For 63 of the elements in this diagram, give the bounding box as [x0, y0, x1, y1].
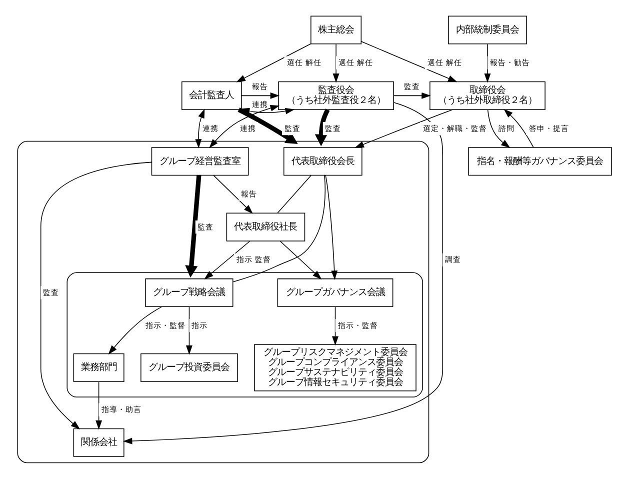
- connector: [277, 175, 312, 214]
- edge-label: 監査: [404, 82, 420, 92]
- arrow: [241, 92, 280, 99]
- node-box: グループガバナンス会議: [277, 278, 394, 308]
- arrow: [213, 175, 253, 214]
- arrow: [96, 382, 102, 430]
- arrow: [332, 44, 340, 83]
- node-box: 株主総会: [310, 16, 362, 44]
- arrow: [484, 44, 491, 83]
- node-box: 会計監査人: [181, 81, 242, 110]
- node-box: 指名・報酬等ガバナンス委員会: [468, 147, 612, 176]
- edge-label: 連携: [240, 124, 256, 133]
- node-box: 関係会社: [73, 428, 124, 457]
- edge-label: 報告: [252, 82, 268, 92]
- arrow: [280, 240, 322, 280]
- node-box: グループリスクマネジメント委員会 グループコンプライアンス委員会 グループサステナビリティ委員会 グループ情報セキュリティ委員会: [254, 344, 416, 392]
- edge-label: 指示: [192, 320, 208, 330]
- edge-label: 監査: [325, 124, 342, 133]
- arrow: [209, 105, 280, 148]
- node-box: 代表取締役社長: [226, 212, 306, 242]
- node-box: 取締役会 （うち社外取締役２名）: [430, 81, 546, 110]
- arrow: [186, 306, 192, 355]
- node-box: 代表取締役会長: [283, 147, 362, 176]
- edge-label: 選任 解任: [338, 58, 374, 68]
- edge-label: 指示・監督: [338, 320, 378, 330]
- arrow: [195, 108, 205, 148]
- node-box: グループ戦略会議: [145, 278, 234, 308]
- arrow: [354, 109, 453, 148]
- arrow: [504, 108, 534, 148]
- node-box: 監査役会 （うち社外監査役２名）: [278, 81, 394, 110]
- edge-label: 報告: [240, 190, 257, 199]
- arrow: [122, 102, 444, 444]
- edge-label: 諮問: [498, 124, 514, 133]
- edge-label: 選任 解任: [428, 58, 462, 68]
- edge-label: 連携: [252, 100, 268, 109]
- edge-label: 連携: [202, 124, 218, 133]
- edge-label: 監査: [43, 288, 60, 298]
- arrow: [108, 306, 162, 355]
- cluster: [66, 272, 423, 398]
- edge-label: 指示・監督: [146, 320, 186, 330]
- node-box: 内部統制委員会: [448, 16, 527, 44]
- edge-label: 調査: [444, 255, 461, 264]
- edge-label: 答申・提言: [528, 124, 569, 133]
- edge-label: 報告・勧告: [490, 58, 530, 68]
- edge-label: 選定・解職・監督: [422, 124, 487, 133]
- arrow: [185, 175, 202, 278]
- edge-label: 指導・助言: [102, 405, 142, 414]
- arrow: [240, 108, 295, 114]
- edge-label: 監査: [198, 222, 214, 232]
- arrow: [204, 240, 250, 280]
- edge-label: 監査: [284, 124, 300, 133]
- arrow: [487, 109, 510, 148]
- arrow: [361, 41, 458, 82]
- node-box: グループ投資委員会: [140, 353, 238, 382]
- edge-label: 指示 監督: [236, 255, 272, 264]
- arrow: [236, 43, 312, 82]
- node-box: グループ経営監査室: [151, 147, 249, 176]
- arrow: [332, 306, 339, 346]
- node-box: 業務部門: [73, 353, 124, 382]
- arrow: [325, 174, 338, 280]
- edge-label: 選任 解任: [286, 58, 322, 68]
- arrow: [314, 108, 330, 146]
- arrow: [393, 92, 431, 99]
